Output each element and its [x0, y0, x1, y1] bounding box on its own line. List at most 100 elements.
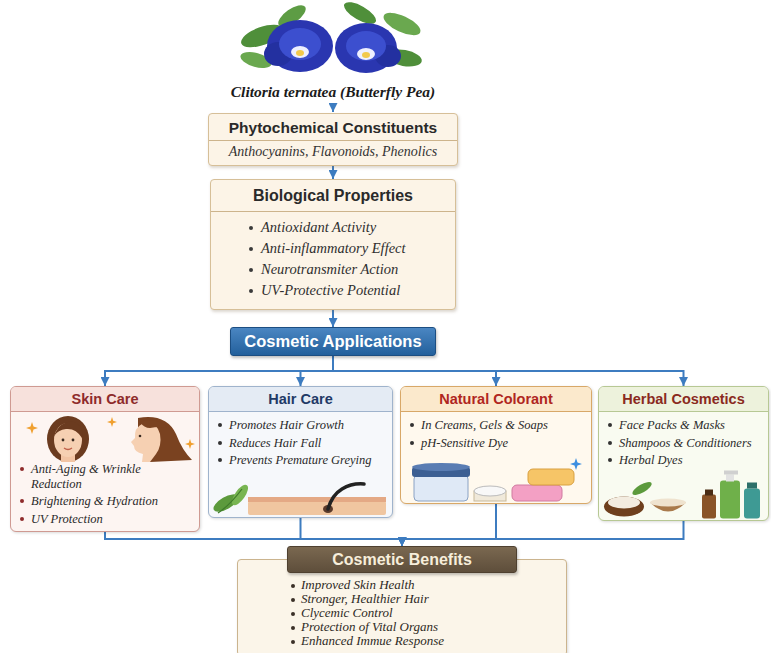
butterfly-pea-flower-part: [239, 49, 274, 71]
herbal-products-picture-part: [744, 489, 760, 519]
butterfly-pea-flower-part: [296, 50, 304, 56]
herbal-products-picture-part: [747, 483, 757, 489]
application-heading: Hair Care: [209, 387, 392, 412]
butterfly-pea-flower-part: [357, 48, 375, 60]
bullet-item: Anti-inflammatory Effect: [221, 238, 445, 259]
application-heading: Skin Care: [11, 387, 199, 412]
bullet-item: Clycemic Control: [237, 606, 567, 619]
butterfly-pea-flower-part: [291, 46, 309, 58]
constituents-box: Phytochemical ConstituentsAnthocyanins, …: [208, 113, 458, 166]
butterfly-pea-flower-part: [362, 52, 370, 58]
bullet-item: Promotes Hair Growth: [209, 418, 392, 433]
hair-follicle-picture-part: [248, 497, 386, 502]
banner-heading: Cosmetic Applications: [235, 332, 431, 351]
bullet-dot: [410, 423, 414, 427]
flow-arrow: [332, 310, 334, 327]
hair-follicle-picture-part: [218, 489, 242, 513]
application-box: Natural ColorantIn Creams, Gels & Soapsp…: [400, 386, 592, 504]
skin-care-faces-part: [107, 417, 117, 427]
flow-arrow: [301, 518, 403, 546]
skin-care-faces-part: [131, 423, 161, 462]
bullet-dot: [249, 247, 253, 251]
bullet-dot: [249, 268, 253, 272]
butterfly-pea-flower-part: [346, 31, 386, 61]
skin-care-faces-part: [62, 439, 65, 442]
skin-care-faces: [26, 416, 195, 462]
bullet-dot: [291, 598, 295, 602]
bullet-dot: [20, 499, 24, 503]
properties-box: Biological PropertiesAntioxidant Activit…: [210, 179, 456, 310]
flow-arrow: [105, 356, 333, 386]
skin-care-faces-part: [138, 417, 192, 462]
herbal-products-picture-part: [608, 497, 640, 509]
skin-care-faces-part: [72, 439, 75, 442]
bullet-item: Anti-Aging & Wrinkle Reduction: [11, 462, 199, 491]
skin-care-faces-part: [139, 435, 142, 438]
bullet-item: Antioxidant Activity: [221, 217, 445, 238]
bullet-dot: [20, 467, 24, 471]
hair-follicle-picture-part: [328, 484, 364, 509]
flow-arrow: [402, 521, 684, 547]
bullet-dot: [218, 423, 222, 427]
hair-follicle-picture: [211, 482, 386, 515]
jars-and-soaps-picture-part: [412, 463, 470, 471]
jars-and-soaps-picture-part: [528, 469, 574, 485]
skin-care-faces-part: [54, 422, 82, 438]
bullet-item: Reduces Hair Fall: [209, 436, 392, 451]
box-subtext: Anthocyanins, Flavonoids, Phenolics: [219, 144, 447, 160]
herbal-products-picture-part: [720, 481, 740, 519]
butterfly-pea-flower-part: [275, 1, 309, 31]
bullet-item: Neurotransmiter Action: [221, 259, 445, 280]
jars-and-soaps-picture-part: [474, 491, 506, 501]
herbal-products-picture-part: [604, 497, 644, 517]
butterfly-pea-flower-part: [335, 23, 397, 73]
applications-banner: Cosmetic Applications: [230, 327, 436, 356]
bullet-item: Brightening & Hydration: [11, 494, 199, 509]
butterfly-pea-flower: [238, 0, 423, 73]
skin-care-faces-part: [64, 448, 72, 450]
butterfly-pea-flower-part: [270, 36, 330, 44]
application-heading: Herbal Cosmetics: [599, 387, 768, 412]
butterfly-pea-flower-part: [264, 42, 292, 66]
hair-follicle-picture-part: [248, 501, 386, 515]
butterfly-pea-flower-part: [279, 28, 321, 60]
flow-arrow: [333, 356, 684, 386]
bullet-item: Face Packs & Masks: [599, 418, 768, 433]
herbal-products-picture-part: [702, 495, 716, 519]
title-arrow: [332, 103, 334, 112]
skin-care-faces-part: [61, 450, 75, 462]
bullet-dot: [249, 226, 253, 230]
skin-care-faces-part: [47, 416, 89, 462]
application-box: Herbal CosmeticsFace Packs & MasksShampo…: [598, 386, 769, 521]
bullet-dot: [608, 423, 612, 427]
bullet-dot: [608, 458, 612, 462]
application-box: Skin CareAnti-Aging & Wrinkle ReductionB…: [10, 386, 200, 532]
butterfly-pea-flower-part: [375, 45, 401, 67]
bullet-item: UV Protection: [11, 512, 199, 527]
hair-follicle-picture-part: [211, 491, 241, 515]
bullet-item: UV-Protective Potential: [221, 280, 445, 301]
skin-care-faces-part: [140, 420, 168, 428]
jars-and-soaps-picture-part: [474, 486, 506, 496]
bullet-dot: [291, 640, 295, 644]
diagram-title: Clitoria ternatea (Butterfly Pea): [183, 83, 483, 101]
jars-and-soaps-picture-part: [412, 467, 470, 477]
herbal-products-picture-part: [650, 499, 686, 507]
bullet-dot: [291, 626, 295, 630]
herbal-products-picture-part: [724, 471, 738, 475]
box-heading: Biological Properties: [211, 186, 455, 212]
bullet-item: In Creams, Gels & Soaps: [401, 418, 591, 433]
herbal-products-picture-part: [726, 475, 734, 482]
skin-care-faces-part: [26, 422, 38, 434]
bullet-item: Prevents Premature Greying: [209, 453, 392, 468]
bullet-item: Herbal Dyes: [599, 453, 768, 468]
skin-care-faces-part: [54, 423, 82, 457]
benefits-box: Cosmetic BenefitsImproved Skin HealthStr…: [237, 546, 567, 653]
butterfly-pea-flower-part: [341, 0, 379, 28]
jars-and-soaps-picture-part: [570, 458, 582, 470]
flow-arrow: [301, 356, 334, 386]
bullet-item: Shampoos & Conditioners: [599, 436, 768, 451]
bullet-item: Stronger, Healthier Hair: [237, 592, 567, 605]
